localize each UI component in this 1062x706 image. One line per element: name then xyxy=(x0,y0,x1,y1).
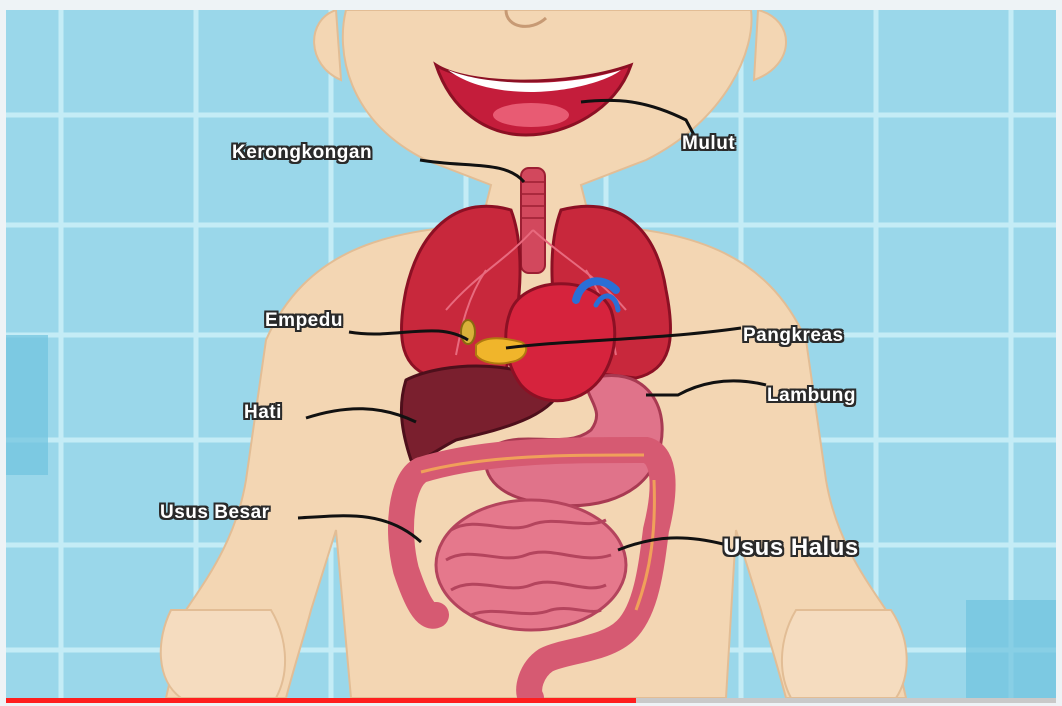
hand-right xyxy=(782,610,907,698)
label-lambung: Lambung xyxy=(767,385,856,407)
label-usus-halus: Usus Halus xyxy=(723,534,859,562)
video-progress-bar[interactable] xyxy=(6,698,1056,703)
digestive-system-illustration xyxy=(6,10,1056,698)
esophagus xyxy=(521,168,545,273)
bg-block-left xyxy=(6,335,48,475)
label-kerongkongan: Kerongkongan xyxy=(232,142,372,164)
label-mulut: Mulut xyxy=(682,133,735,155)
small-intestine xyxy=(436,500,626,630)
gallbladder xyxy=(461,320,475,344)
ear-right xyxy=(754,10,786,80)
ear-left xyxy=(314,10,341,80)
video-frame[interactable]: Mulut Kerongkongan Empedu Pangkreas Hati… xyxy=(6,10,1056,698)
video-progress-fill xyxy=(6,698,636,703)
label-hati: Hati xyxy=(244,402,282,424)
bg-block-right xyxy=(966,600,1056,698)
label-usus-besar: Usus Besar xyxy=(160,502,270,524)
label-empedu: Empedu xyxy=(265,310,343,332)
hand-left xyxy=(161,610,285,698)
pancreas xyxy=(476,338,526,363)
label-pangkreas: Pangkreas xyxy=(743,325,844,347)
